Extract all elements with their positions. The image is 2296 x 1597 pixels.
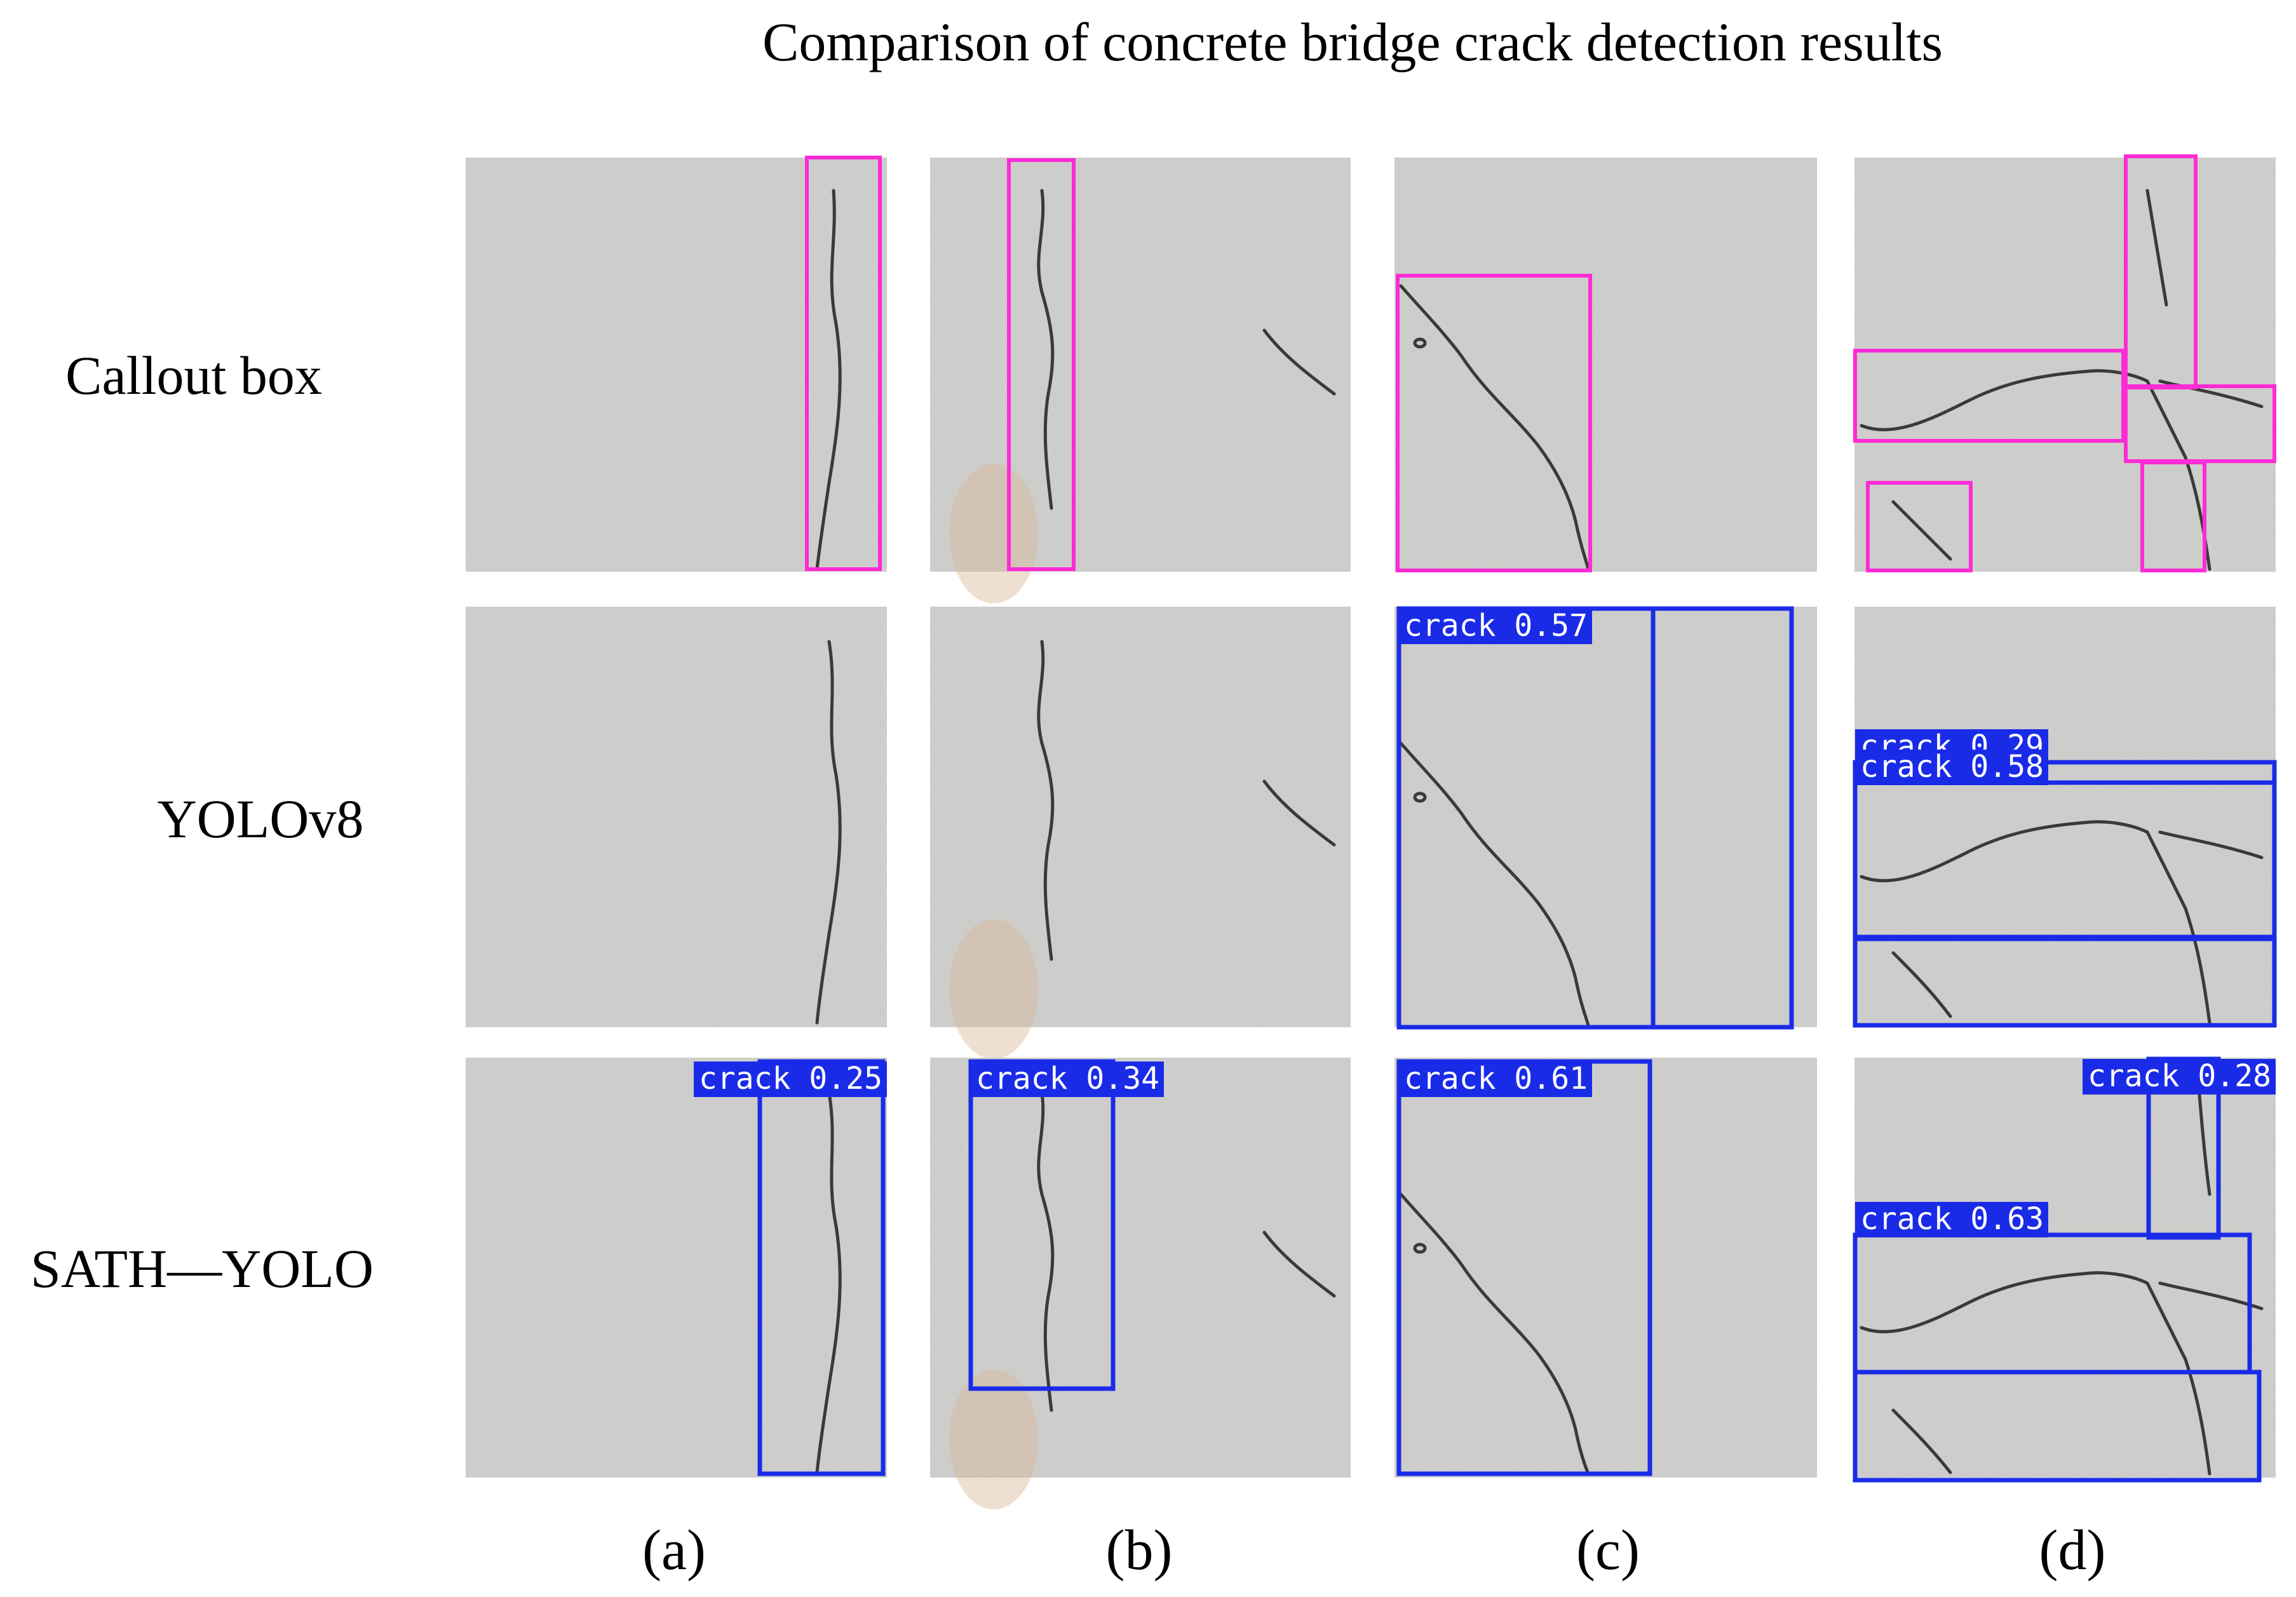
panel-callout-b: [930, 158, 1351, 603]
crack-line: [815, 189, 842, 571]
row-label-sath-yolo: SATH—YOLO: [30, 1238, 374, 1299]
detection-label: crack 0.34: [976, 1061, 1159, 1096]
panel-sath-yolo-a: crack 0.25: [466, 1058, 887, 1478]
callout-box: [1853, 349, 2125, 443]
concrete-texture: [930, 1058, 1351, 1478]
detection-label: crack 0.57: [1404, 608, 1588, 644]
panel-callout-a: [466, 156, 887, 572]
stain: [949, 1370, 1038, 1509]
crack-line: [815, 1091, 842, 1474]
stain: [949, 464, 1038, 603]
callout-box: [1866, 481, 1973, 572]
detection-label-bg: [1855, 1202, 2048, 1237]
concrete-texture: [466, 1058, 887, 1478]
crack-line: [1037, 640, 1336, 961]
detection-label-bg: [971, 1061, 1164, 1097]
row-label-callout: Callout box: [65, 345, 322, 406]
concrete-texture: [466, 607, 887, 1027]
concrete-texture: [930, 158, 1351, 572]
concrete-texture: [930, 607, 1351, 1027]
concrete-texture: [1854, 607, 2276, 1027]
detection-box: [1853, 1370, 2262, 1483]
row-label-yolov8: YOLOv8: [158, 788, 364, 849]
crack-line: [1037, 1091, 1336, 1412]
detection-label-bg: [694, 1061, 887, 1097]
detection-label-bg: [1399, 1061, 1592, 1097]
detection-label: crack 0.63: [1860, 1201, 2044, 1237]
crack-line: [1860, 820, 2264, 1025]
crack-line: [1413, 1243, 1427, 1254]
panel-yolov8-a: [466, 607, 887, 1027]
panel-callout-c: [1394, 158, 1817, 572]
concrete-texture: [1394, 1058, 1817, 1478]
panel-sath-yolo-d: crack 0.28 crack 0.63: [1853, 1056, 2276, 1483]
crack-line: [1037, 189, 1336, 510]
callout-box: [805, 156, 882, 571]
concrete-texture: [1394, 158, 1817, 572]
detection-label: crack 0.28: [2088, 1058, 2271, 1094]
column-label-b: (b): [1106, 1519, 1173, 1582]
column-label-d: (d): [2039, 1519, 2106, 1582]
panel-yolov8-b: [930, 607, 1351, 1059]
column-label-a: (a): [642, 1519, 706, 1582]
detection-label: crack 0.25: [699, 1061, 882, 1096]
callout-box: [1396, 274, 1592, 572]
detection-box: [1853, 934, 2277, 1028]
detection-label-bg: [1855, 750, 2048, 785]
panel-sath-yolo-b: crack 0.34: [930, 1058, 1351, 1509]
detection-label-bg: [1399, 609, 1592, 644]
concrete-texture: [1854, 1058, 2276, 1478]
panel-yolov8-c: crack 0.57: [1394, 606, 1817, 1030]
callout-box: [2140, 461, 2206, 572]
panel-callout-d: [1853, 154, 2276, 572]
stain: [949, 919, 1038, 1059]
crack-line: [1399, 1192, 1590, 1476]
crack-line: [1860, 189, 2264, 571]
detection-label-bg: [2083, 1059, 2276, 1095]
concrete-texture: [466, 158, 887, 572]
crack-line: [815, 640, 842, 1025]
column-label-c: (c): [1576, 1519, 1640, 1582]
detection-box: [1651, 606, 1794, 1030]
detection-label: crack 0.58: [1860, 749, 2044, 785]
callout-box: [1007, 158, 1076, 571]
figure-title: Comparison of concrete bridge crack dete…: [762, 11, 1943, 72]
crack-line: [1413, 337, 1427, 349]
crack-line: [1860, 1078, 2264, 1476]
crack-line: [1399, 741, 1590, 1027]
concrete-texture: [1394, 607, 1817, 1027]
crack-line: [1413, 792, 1427, 803]
concrete-texture: [1854, 158, 2276, 572]
detection-label: crack 0.61: [1404, 1061, 1588, 1096]
panel-sath-yolo-c: crack 0.61: [1394, 1058, 1817, 1478]
crack-line: [1399, 284, 1590, 571]
